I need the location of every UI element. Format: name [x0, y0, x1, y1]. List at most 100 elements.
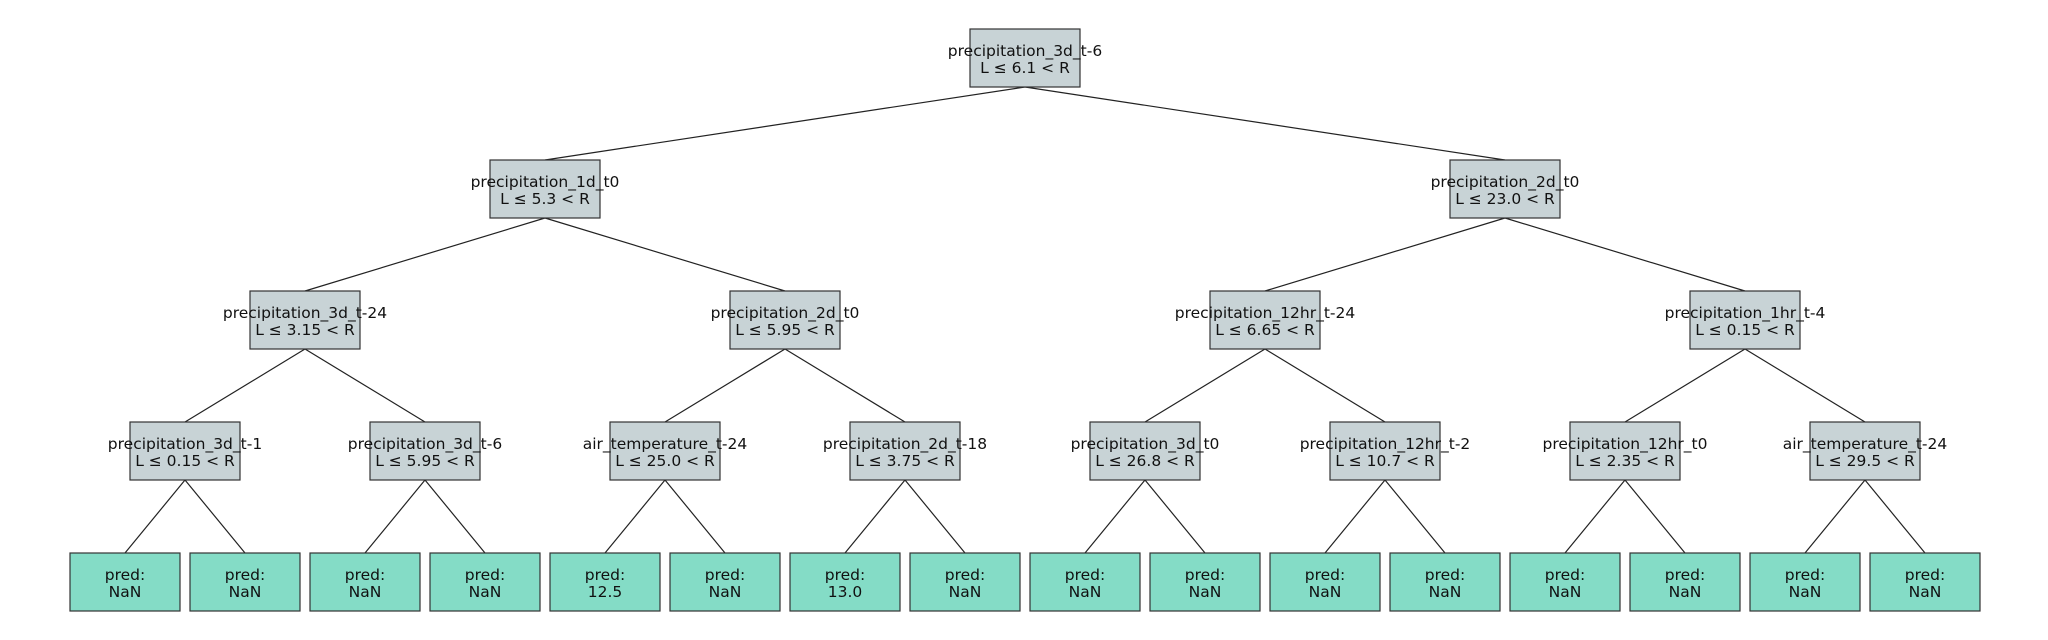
split-node: precipitation_3d_t-1L ≤ 0.15 < R	[108, 421, 262, 481]
leaf-pred-value: NaN	[1789, 583, 1822, 601]
split-node-box	[969, 28, 1081, 88]
split-condition-label: L ≤ 29.5 < R	[1815, 452, 1915, 470]
split-node: precipitation_2d_t0L ≤ 5.95 < R	[711, 290, 860, 350]
split-node: precipitation_12hr_t0L ≤ 2.35 < R	[1542, 421, 1708, 481]
leaf-pred-label: pred:	[345, 566, 385, 584]
leaf-pred-label: pred:	[1065, 566, 1105, 584]
split-feature-label: precipitation_1hr_t-4	[1665, 304, 1826, 323]
split-node: air_temperature_t-24L ≤ 25.0 < R	[583, 421, 747, 481]
tree-edge	[304, 217, 546, 292]
split-feature-label: precipitation_12hr_t0	[1542, 435, 1707, 454]
leaf-node: pred:NaN	[1269, 552, 1381, 612]
split-condition-label: L ≤ 0.15 < R	[1695, 321, 1795, 339]
leaf-pred-value: NaN	[229, 583, 262, 601]
split-node: precipitation_3d_t0L ≤ 26.8 < R	[1071, 421, 1220, 481]
tree-edge	[544, 86, 1026, 161]
leaf-pred-value: NaN	[109, 583, 142, 601]
tree-edge	[424, 479, 486, 554]
tree-edge	[1024, 86, 1506, 161]
leaf-node-box	[69, 552, 181, 612]
tree-edge	[1624, 479, 1686, 554]
tree-edge	[1144, 479, 1206, 554]
split-feature-label: precipitation_3d_t0	[1071, 435, 1220, 454]
split-condition-label: L ≤ 6.1 < R	[980, 59, 1070, 77]
tree-edge	[304, 348, 426, 423]
split-feature-label: precipitation_2d_t0	[711, 304, 860, 323]
tree-edge	[1564, 479, 1626, 554]
split-feature-label: precipitation_3d_t-6	[948, 42, 1102, 61]
split-condition-label: L ≤ 26.8 < R	[1095, 452, 1195, 470]
leaf-node-box	[1269, 552, 1381, 612]
split-node-box	[129, 421, 241, 481]
leaf-pred-value: NaN	[1549, 583, 1582, 601]
split-feature-label: air_temperature_t-24	[1783, 435, 1948, 454]
split-node: precipitation_3d_t-6L ≤ 6.1 < R	[948, 28, 1102, 88]
leaf-pred-label: pred:	[1305, 566, 1345, 584]
split-node: precipitation_1d_t0L ≤ 5.3 < R	[471, 159, 619, 219]
split-node-box	[489, 159, 601, 219]
leaf-pred-value: NaN	[349, 583, 382, 601]
leaf-node-box	[909, 552, 1021, 612]
leaf-pred-label: pred:	[105, 566, 145, 584]
split-node: precipitation_2d_t-18L ≤ 3.75 < R	[823, 421, 987, 481]
leaf-node-box	[1869, 552, 1981, 612]
leaf-pred-label: pred:	[465, 566, 505, 584]
split-node-box	[1449, 159, 1561, 219]
tree-edge	[1624, 348, 1746, 423]
split-node: precipitation_1hr_t-4L ≤ 0.15 < R	[1665, 290, 1826, 350]
leaf-node: pred:NaN	[1749, 552, 1861, 612]
leaf-node: pred:13.0	[789, 552, 901, 612]
leaf-node: pred:12.5	[549, 552, 661, 612]
split-feature-label: precipitation_12hr_t-2	[1300, 435, 1471, 454]
tree-edge	[184, 479, 246, 554]
leaf-pred-value: 13.0	[828, 583, 863, 601]
leaf-node: pred:NaN	[669, 552, 781, 612]
tree-edge	[364, 479, 426, 554]
split-condition-label: L ≤ 6.65 < R	[1215, 321, 1315, 339]
split-feature-label: precipitation_3d_t-1	[108, 435, 262, 454]
split-feature-label: precipitation_3d_t-6	[348, 435, 502, 454]
tree-edge	[1264, 348, 1386, 423]
split-node-box	[1089, 421, 1201, 481]
split-condition-label: L ≤ 23.0 < R	[1455, 190, 1555, 208]
leaf-node-box	[1389, 552, 1501, 612]
split-node: air_temperature_t-24L ≤ 29.5 < R	[1783, 421, 1948, 481]
tree-edge	[904, 479, 966, 554]
split-feature-label: precipitation_2d_t0	[1431, 173, 1580, 192]
leaf-pred-value: NaN	[949, 583, 982, 601]
split-node-box	[609, 421, 721, 481]
split-feature-label: precipitation_2d_t-18	[823, 435, 987, 454]
tree-edge	[784, 348, 906, 423]
leaf-node: pred:NaN	[1629, 552, 1741, 612]
leaf-pred-label: pred:	[1785, 566, 1825, 584]
split-condition-label: L ≤ 5.95 < R	[375, 452, 475, 470]
tree-edge	[1804, 479, 1866, 554]
leaf-node: pred:NaN	[189, 552, 301, 612]
leaf-node: pred:NaN	[1389, 552, 1501, 612]
split-node-box	[849, 421, 961, 481]
tree-edge	[1744, 348, 1866, 423]
split-node-box	[729, 290, 841, 350]
leaf-node-box	[549, 552, 661, 612]
leaf-node-box	[189, 552, 301, 612]
leaf-pred-label: pred:	[825, 566, 865, 584]
split-node-box	[1329, 421, 1441, 481]
split-condition-label: L ≤ 5.95 < R	[735, 321, 835, 339]
split-condition-label: L ≤ 3.15 < R	[255, 321, 355, 339]
leaf-node-box	[1629, 552, 1741, 612]
tree-edge	[124, 479, 186, 554]
leaf-node-box	[1509, 552, 1621, 612]
tree-edge	[1384, 479, 1446, 554]
split-node-box	[369, 421, 481, 481]
split-node: precipitation_2d_t0L ≤ 23.0 < R	[1431, 159, 1580, 219]
split-node: precipitation_3d_t-24L ≤ 3.15 < R	[223, 290, 387, 350]
nodes-layer: precipitation_3d_t-6L ≤ 6.1 < Rprecipita…	[69, 28, 1981, 612]
leaf-node: pred:NaN	[909, 552, 1021, 612]
tree-edge	[1864, 479, 1926, 554]
split-feature-label: precipitation_3d_t-24	[223, 304, 387, 323]
tree-edge	[1324, 479, 1386, 554]
tree-edge	[664, 348, 786, 423]
tree-edge	[544, 217, 786, 292]
leaf-pred-value: NaN	[1189, 583, 1222, 601]
